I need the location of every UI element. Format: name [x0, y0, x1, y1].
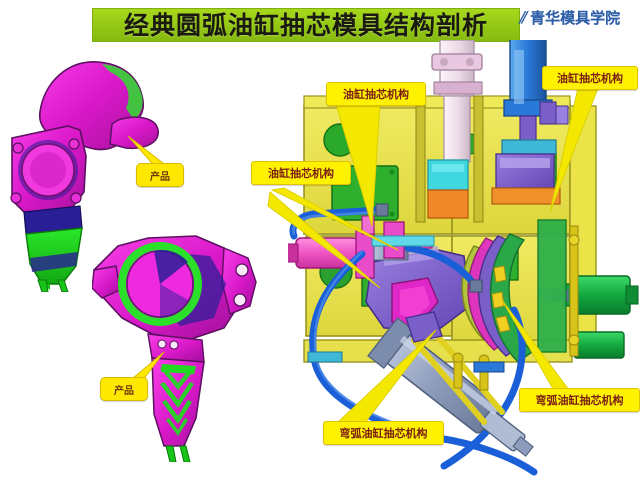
callout-cylinder-core-left[interactable]: 油缸抽芯机构 — [251, 161, 351, 185]
logo-swoosh-icon: ⫽ — [518, 8, 530, 27]
callout-product-upper[interactable]: 产品 — [136, 163, 184, 187]
product-model-lower — [92, 222, 262, 462]
mold-assembly-drawing — [288, 40, 640, 480]
callout-cylinder-core-top-label: 油缸抽芯机构 — [343, 88, 409, 101]
callout-cylinder-core-right-label: 油缸抽芯机构 — [557, 72, 623, 85]
slide-title: 经典圆弧油缸抽芯模具结构剖析 — [123, 10, 488, 40]
callout-arc-cylinder-right[interactable]: 弯弧油缸抽芯机构 — [519, 388, 640, 412]
leader-arc-cylinder-right — [500, 299, 580, 396]
callout-cylinder-core-right[interactable]: 油缸抽芯机构 — [542, 66, 638, 90]
callout-product-upper-label: 产品 — [150, 171, 170, 183]
logo-text: 青华模具学院 — [530, 8, 621, 27]
product-model-upper — [6, 52, 166, 292]
callout-product-lower-label: 产品 — [114, 385, 134, 397]
callout-arc-cylinder-bottom-label: 弯弧油缸抽芯机构 — [339, 427, 428, 440]
brand-logo: ⫽ 青华模具学院 — [518, 7, 621, 29]
callout-arc-cylinder-right-label: 弯弧油缸抽芯机构 — [535, 394, 624, 407]
callout-product-lower[interactable]: 产品 — [100, 377, 148, 401]
callout-cylinder-core-left-label: 油缸抽芯机构 — [268, 167, 334, 180]
leader-cylinder-core-left — [270, 187, 402, 278]
leader-cylinder-core-right — [540, 87, 610, 218]
leader-arc-cylinder-bottom — [330, 329, 440, 426]
callout-arc-cylinder-bottom[interactable]: 弯弧油缸抽芯机构 — [323, 421, 444, 445]
leader-cylinder-core-left-2 — [267, 191, 388, 292]
callout-cylinder-core-top[interactable]: 油缸抽芯机构 — [326, 82, 426, 106]
slide-title-banner: 经典圆弧油缸抽芯模具结构剖析 — [92, 8, 520, 42]
